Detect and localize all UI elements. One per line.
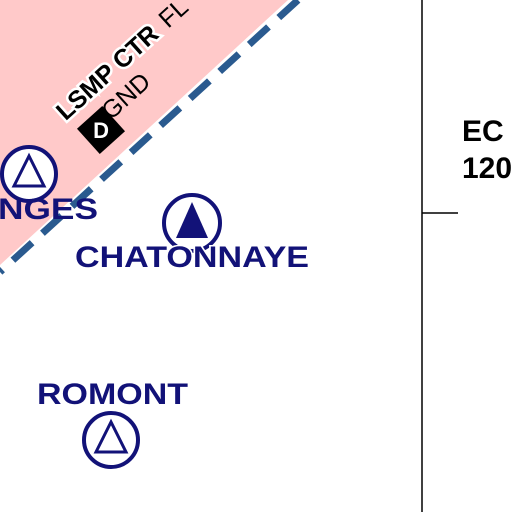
- right-panel-label-line2: 120: [462, 152, 512, 185]
- ctr-airspace-area: [0, 0, 288, 265]
- airspace-class-badge: D: [76, 105, 126, 155]
- waypoint-label: NGES: [0, 193, 98, 226]
- waypoint-chatonnaye[interactable]: CHATONNAYE: [74, 193, 311, 276]
- ctr-boundary-line: [0, 0, 301, 275]
- right-panel-label-line1: EC: [462, 115, 504, 148]
- airspace-class-letter: D: [93, 118, 109, 143]
- triangle-outline-icon: [0, 145, 58, 203]
- waypoint-romont[interactable]: ROMONT: [37, 378, 188, 469]
- triangle-filled-icon: [162, 193, 222, 253]
- waypoint-label: CHATONNAYE: [75, 241, 309, 274]
- waypoint-nges[interactable]: NGES: [0, 145, 98, 226]
- waypoint-label: ROMONT: [37, 378, 188, 411]
- triangle-outline-icon: [82, 411, 140, 469]
